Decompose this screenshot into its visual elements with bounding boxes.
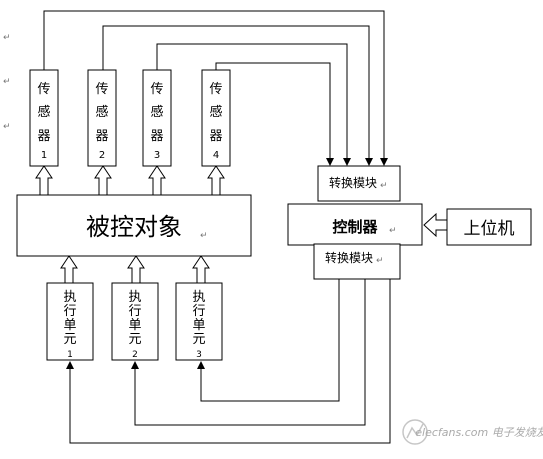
sensor-label-char: 传 [150,82,163,97]
hollow-arrow-up-icon [127,255,145,284]
sensor-label-char: 4 [213,150,219,161]
sensor-box-1: 传感器 1 [29,69,59,167]
conversion-module-bottom-box [313,243,401,280]
hollow-arrow-up-icon [148,165,166,196]
conversion-module-top-label: 转换模块 [329,175,377,190]
signal-wires [43,10,391,444]
hollow-arrow-up-icon [94,165,112,196]
conversion-module-bottom-label: 转换模块 [325,250,373,265]
sensor-label-char: 感 [209,104,222,120]
watermark [402,419,428,445]
sensor-label-char: 感 [95,104,108,120]
actuator-label-char: 3 [196,350,202,360]
actuator-label-char: 元 [128,332,141,347]
actuator-label-char: 单 [192,318,205,333]
controlled-object-label: 被控对象 [86,213,182,241]
wire-sensor-4 [215,62,334,166]
hollow-arrows-up-to-object [60,255,210,284]
sensor-label-char: 器 [209,129,222,144]
watermark-logo-icon [402,419,428,445]
paragraph-mark: ↵ [389,226,397,236]
actuator-label-char: 单 [63,318,76,333]
wire-actuator-1 [66,279,391,444]
host-computer-box [446,208,532,246]
sensor-label-char: 传 [37,82,50,97]
sensor-box-2: 传感器 2 [87,69,117,167]
actuator-label-char: 单 [128,318,141,333]
margin-mark: ↵ [3,77,11,87]
sensor-box-frame [29,69,59,167]
wire-sensor-3 [156,43,351,166]
sensor-label-char: 器 [150,129,163,144]
sensor-label-char: 传 [209,82,222,97]
paragraph-mark: ↵ [376,256,384,266]
sensor-box-3: 传感器 3 [142,69,172,167]
hollow-arrows-up-to-sensors [35,165,225,196]
host-computer-label: 上位机 [464,219,515,239]
actuator-box-frame [46,282,94,361]
watermark-text: elecfans.com 电子发烧友 [415,426,543,439]
actuator-label-char: 1 [67,350,73,360]
paragraph-mark: ↵ [380,181,388,191]
actuator-label-char: 行 [63,304,76,319]
actuator-label-char: 执 [192,290,205,305]
sensor-box-4: 传感器 4 [201,69,231,167]
actuator-label-char: 元 [63,332,76,347]
actuator-label-char: 行 [128,304,141,319]
conversion-module-top-box [317,165,401,202]
margin-mark: ↵ [3,33,11,43]
controller-label: 控制器 [332,218,378,236]
sensor-label-char: 传 [95,82,108,97]
hollow-arrow-up-icon [207,165,225,196]
hollow-arrow-up-icon [192,255,210,284]
wire-actuator-2 [131,279,366,426]
controller-box [287,203,423,246]
wire-sensor-1 [43,10,388,166]
sensor-label-char: 器 [37,129,50,144]
actuator-box-frame [111,282,159,361]
sensor-box-frame [142,69,172,167]
watermark-logo-icon [406,423,424,439]
actuator-label-char: 行 [192,304,205,319]
paragraph-mark: ↵ [200,231,208,241]
hollow-arrow-up-icon [35,165,53,196]
controlled-object-box [16,194,252,257]
sensor-label-char: 1 [41,150,47,161]
actuator-label-char: 2 [132,350,138,360]
margin-mark: ↵ [3,122,11,132]
sensor-box-frame [201,69,231,167]
sensor-box-frame [87,69,117,167]
actuator-label-char: 执 [128,290,141,305]
wire-sensor-2 [102,25,373,166]
actuator-label-char: 执 [63,290,76,305]
actuator-label-char: 元 [192,332,205,347]
actuator-box-frame [175,282,223,361]
sensor-label-char: 感 [150,104,163,120]
sensor-label-char: 2 [99,150,105,161]
sensor-label-char: 感 [37,104,50,120]
hollow-arrow-up-icon [60,255,78,284]
sensor-label-char: 器 [95,129,108,144]
wire-actuator-3 [197,279,340,402]
sensor-label-char: 3 [154,150,160,161]
